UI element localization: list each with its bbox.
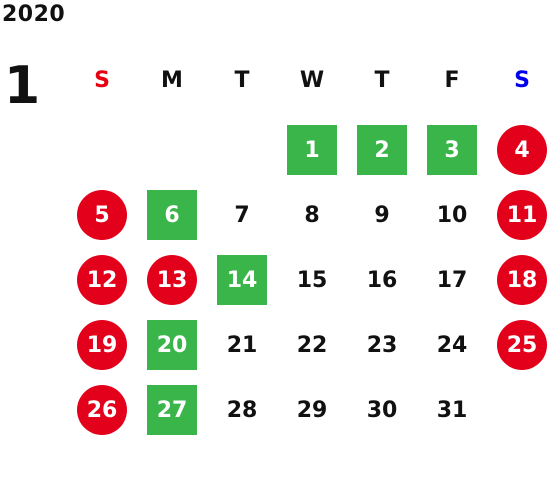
day-cell-18[interactable]: 18 (497, 255, 547, 305)
day-cell-29[interactable]: 29 (296, 397, 328, 423)
day-cell-20[interactable]: 20 (147, 320, 197, 370)
day-cell-1[interactable]: 1 (287, 125, 337, 175)
day-cell-19[interactable]: 19 (77, 320, 127, 370)
day-cell-5[interactable]: 5 (77, 190, 127, 240)
day-cell-25[interactable]: 25 (497, 320, 547, 370)
day-cell-15[interactable]: 15 (296, 267, 328, 293)
day-cell-28[interactable]: 28 (226, 397, 258, 423)
weekday-label: S (94, 68, 110, 93)
day-cell-24[interactable]: 24 (436, 332, 468, 358)
month-number: 1 (4, 56, 41, 116)
day-cell-4[interactable]: 4 (497, 125, 547, 175)
day-cell-7[interactable]: 7 (234, 202, 250, 228)
day-cell-30[interactable]: 30 (366, 397, 398, 423)
day-cell-27[interactable]: 27 (147, 385, 197, 435)
day-cell-31[interactable]: 31 (436, 397, 468, 423)
weekday-label: T (234, 68, 250, 93)
day-cell-16[interactable]: 16 (366, 267, 398, 293)
day-cell-6[interactable]: 6 (147, 190, 197, 240)
day-cell-9[interactable]: 9 (374, 202, 390, 228)
day-cell-8[interactable]: 8 (304, 202, 320, 228)
day-cell-13[interactable]: 13 (147, 255, 197, 305)
weekday-label: W (299, 68, 325, 93)
weekday-label: S (514, 68, 530, 93)
day-cell-21[interactable]: 21 (226, 332, 258, 358)
day-cell-26[interactable]: 26 (77, 385, 127, 435)
weekday-label: F (444, 68, 460, 93)
day-cell-10[interactable]: 10 (436, 202, 468, 228)
day-cell-22[interactable]: 22 (296, 332, 328, 358)
day-cell-3[interactable]: 3 (427, 125, 477, 175)
day-cell-14[interactable]: 14 (217, 255, 267, 305)
day-cell-12[interactable]: 12 (77, 255, 127, 305)
year-label: 2020 (2, 2, 66, 27)
day-cell-2[interactable]: 2 (357, 125, 407, 175)
day-cell-17[interactable]: 17 (436, 267, 468, 293)
day-cell-23[interactable]: 23 (366, 332, 398, 358)
weekday-label: M (161, 68, 183, 93)
weekday-label: T (374, 68, 390, 93)
day-cell-11[interactable]: 11 (497, 190, 547, 240)
